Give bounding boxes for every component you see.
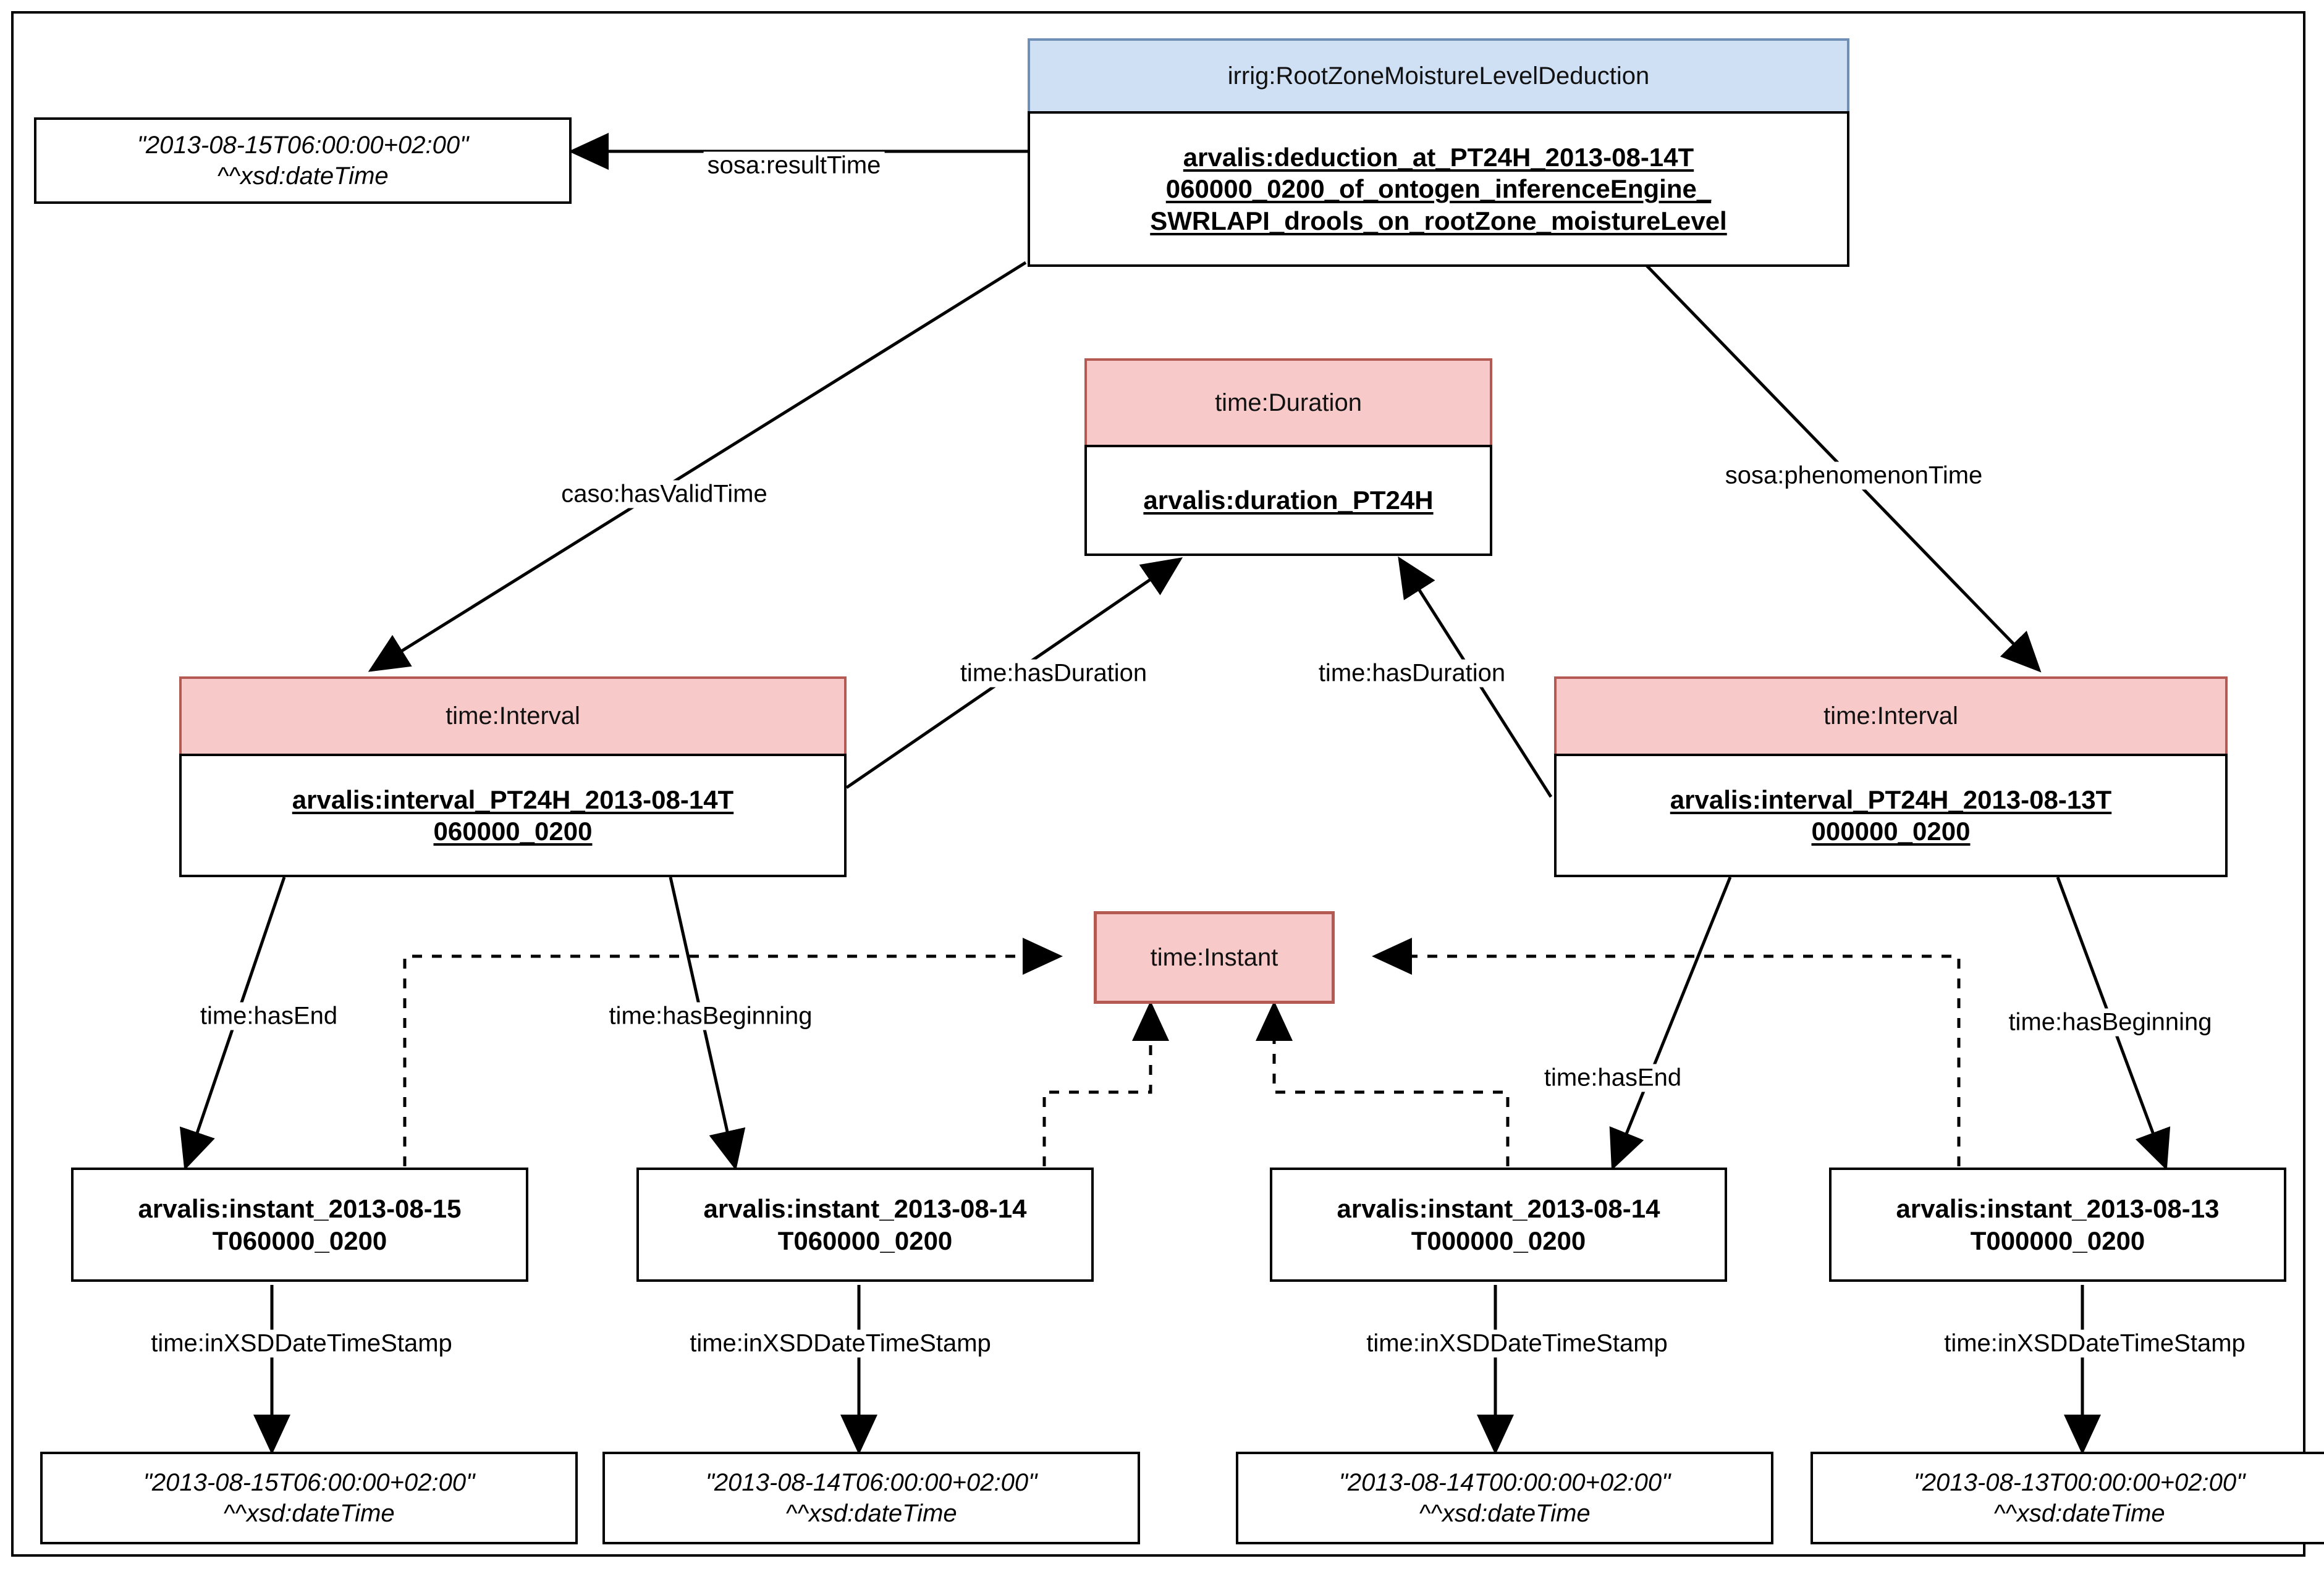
diagram-frame (11, 11, 2305, 1557)
node-instant-2[interactable]: arvalis:instant_2013-08-14 T060000_0200 (636, 1168, 1094, 1282)
edge-label-stamp-3: time:inXSDDateTimeStamp (1363, 1329, 1671, 1358)
edge-label-stamp-1: time:inXSDDateTimeStamp (147, 1329, 456, 1358)
node-instant-1-line2: T060000_0200 (212, 1226, 387, 1255)
literal-result-time-datatype: ^^xsd:dateTime (217, 162, 389, 190)
node-interval-left-line1: arvalis:interval_PT24H_2013-08-14T (292, 785, 734, 814)
edge-label-has-duration-right: time:hasDuration (1314, 659, 1510, 688)
literal-bottom-1-datatype: ^^xsd:dateTime (223, 1500, 395, 1527)
edge-type-instant-3 (1256, 1001, 1510, 1166)
literal-bottom-4: "2013-08-13T00:00:00+02:00" ^^xsd:dateTi… (1811, 1452, 2324, 1544)
node-instant-3[interactable]: arvalis:instant_2013-08-14 T000000_0200 (1270, 1168, 1727, 1282)
node-interval-left-instance: arvalis:interval_PT24H_2013-08-14T 06000… (179, 754, 847, 877)
node-instant-3-line1: arvalis:instant_2013-08-14 (1337, 1194, 1660, 1224)
literal-bottom-1: "2013-08-15T06:00:00+02:00" ^^xsd:dateTi… (40, 1452, 578, 1544)
edge-label-phenomenon-time: sosa:phenomenonTime (1721, 461, 1987, 490)
node-deduction-instance-line2: 060000_0200_of_ontogen_inferenceEngine_ (1165, 174, 1712, 204)
node-interval-right-type: time:Interval (1554, 676, 2228, 754)
literal-bottom-4-datatype: ^^xsd:dateTime (1993, 1500, 2165, 1527)
node-instant-4-line1: arvalis:instant_2013-08-13 (1896, 1194, 2220, 1224)
edge-has-end-right (1609, 877, 1732, 1171)
edge-label-has-duration-left: time:hasDuration (956, 659, 1151, 688)
node-instant-4[interactable]: arvalis:instant_2013-08-13 T000000_0200 (1829, 1168, 2286, 1282)
node-duration-type: time:Duration (1084, 358, 1492, 445)
edge-label-stamp-2: time:inXSDDateTimeStamp (686, 1329, 995, 1358)
node-instant-1-line1: arvalis:instant_2013-08-15 (138, 1194, 462, 1224)
edge-label-stamp-4: time:inXSDDateTimeStamp (1940, 1329, 2249, 1358)
edge-label-has-end-left: time:hasEnd (196, 1002, 342, 1030)
node-instant-2-line1: arvalis:instant_2013-08-14 (703, 1194, 1027, 1224)
edge-label-result-time: sosa:resultTime (703, 151, 885, 180)
edge-label-has-beginning-left: time:hasBeginning (605, 1002, 816, 1030)
node-instant-4-line2: T000000_0200 (1970, 1226, 2145, 1255)
literal-bottom-1-value: "2013-08-15T06:00:00+02:00" (143, 1468, 475, 1496)
edge-has-valid-time (368, 261, 1027, 672)
node-deduction[interactable]: irrig:RootZoneMoistureLevelDeduction arv… (1028, 38, 1849, 267)
node-instant-2-line2: T060000_0200 (777, 1226, 953, 1255)
node-deduction-instance-line1: arvalis:deduction_at_PT24H_2013-08-14T (1183, 143, 1694, 172)
node-deduction-instance-line3: SWRLAPI_drools_on_rootZone_moistureLevel (1150, 206, 1727, 235)
node-duration[interactable]: time:Duration arvalis:duration_PT24H (1084, 358, 1492, 556)
node-deduction-type: irrig:RootZoneMoistureLevelDeduction (1028, 38, 1849, 111)
literal-bottom-3-value: "2013-08-14T00:00:00+02:00" (1338, 1468, 1671, 1496)
literal-bottom-3-datatype: ^^xsd:dateTime (1419, 1500, 1591, 1527)
node-interval-left[interactable]: time:Interval arvalis:interval_PT24H_201… (179, 676, 847, 877)
literal-bottom-4-value: "2013-08-13T00:00:00+02:00" (1913, 1468, 2246, 1496)
edge-type-instant-1 (403, 938, 1063, 1166)
node-interval-left-line2: 060000_0200 (433, 817, 593, 846)
node-duration-instance: arvalis:duration_PT24H (1084, 445, 1492, 556)
node-interval-right-line2: 000000_0200 (1811, 817, 1971, 846)
edge-type-instant-4 (1372, 938, 1961, 1166)
literal-bottom-2-datatype: ^^xsd:dateTime (785, 1500, 957, 1527)
literal-bottom-2: "2013-08-14T06:00:00+02:00" ^^xsd:dateTi… (602, 1452, 1140, 1544)
literal-result-time: "2013-08-15T06:00:00+02:00" ^^xsd:dateTi… (34, 117, 572, 204)
edge-label-has-valid-time: caso:hasValidTime (557, 480, 771, 508)
edge-label-has-beginning-right: time:hasBeginning (2005, 1008, 2216, 1037)
literal-bottom-3: "2013-08-14T00:00:00+02:00" ^^xsd:dateTi… (1236, 1452, 1773, 1544)
node-interval-right-line1: arvalis:interval_PT24H_2013-08-13T (1670, 785, 2112, 814)
literal-result-time-value: "2013-08-15T06:00:00+02:00" (137, 131, 469, 159)
node-instant-class[interactable]: time:Instant (1094, 911, 1335, 1004)
node-interval-right[interactable]: time:Interval arvalis:interval_PT24H_201… (1554, 676, 2228, 877)
edge-label-has-end-right: time:hasEnd (1540, 1064, 1686, 1092)
node-interval-left-type: time:Interval (179, 676, 847, 754)
node-duration-instance-label: arvalis:duration_PT24H (1143, 486, 1434, 515)
node-deduction-instance: arvalis:deduction_at_PT24H_2013-08-14T 0… (1028, 111, 1849, 267)
node-instant-1[interactable]: arvalis:instant_2013-08-15 T060000_0200 (71, 1168, 528, 1282)
node-instant-3-line2: T000000_0200 (1411, 1226, 1586, 1255)
node-interval-right-instance: arvalis:interval_PT24H_2013-08-13T 00000… (1554, 754, 2228, 877)
literal-bottom-2-value: "2013-08-14T06:00:00+02:00" (705, 1468, 1037, 1496)
edge-type-instant-2 (1042, 1001, 1169, 1166)
